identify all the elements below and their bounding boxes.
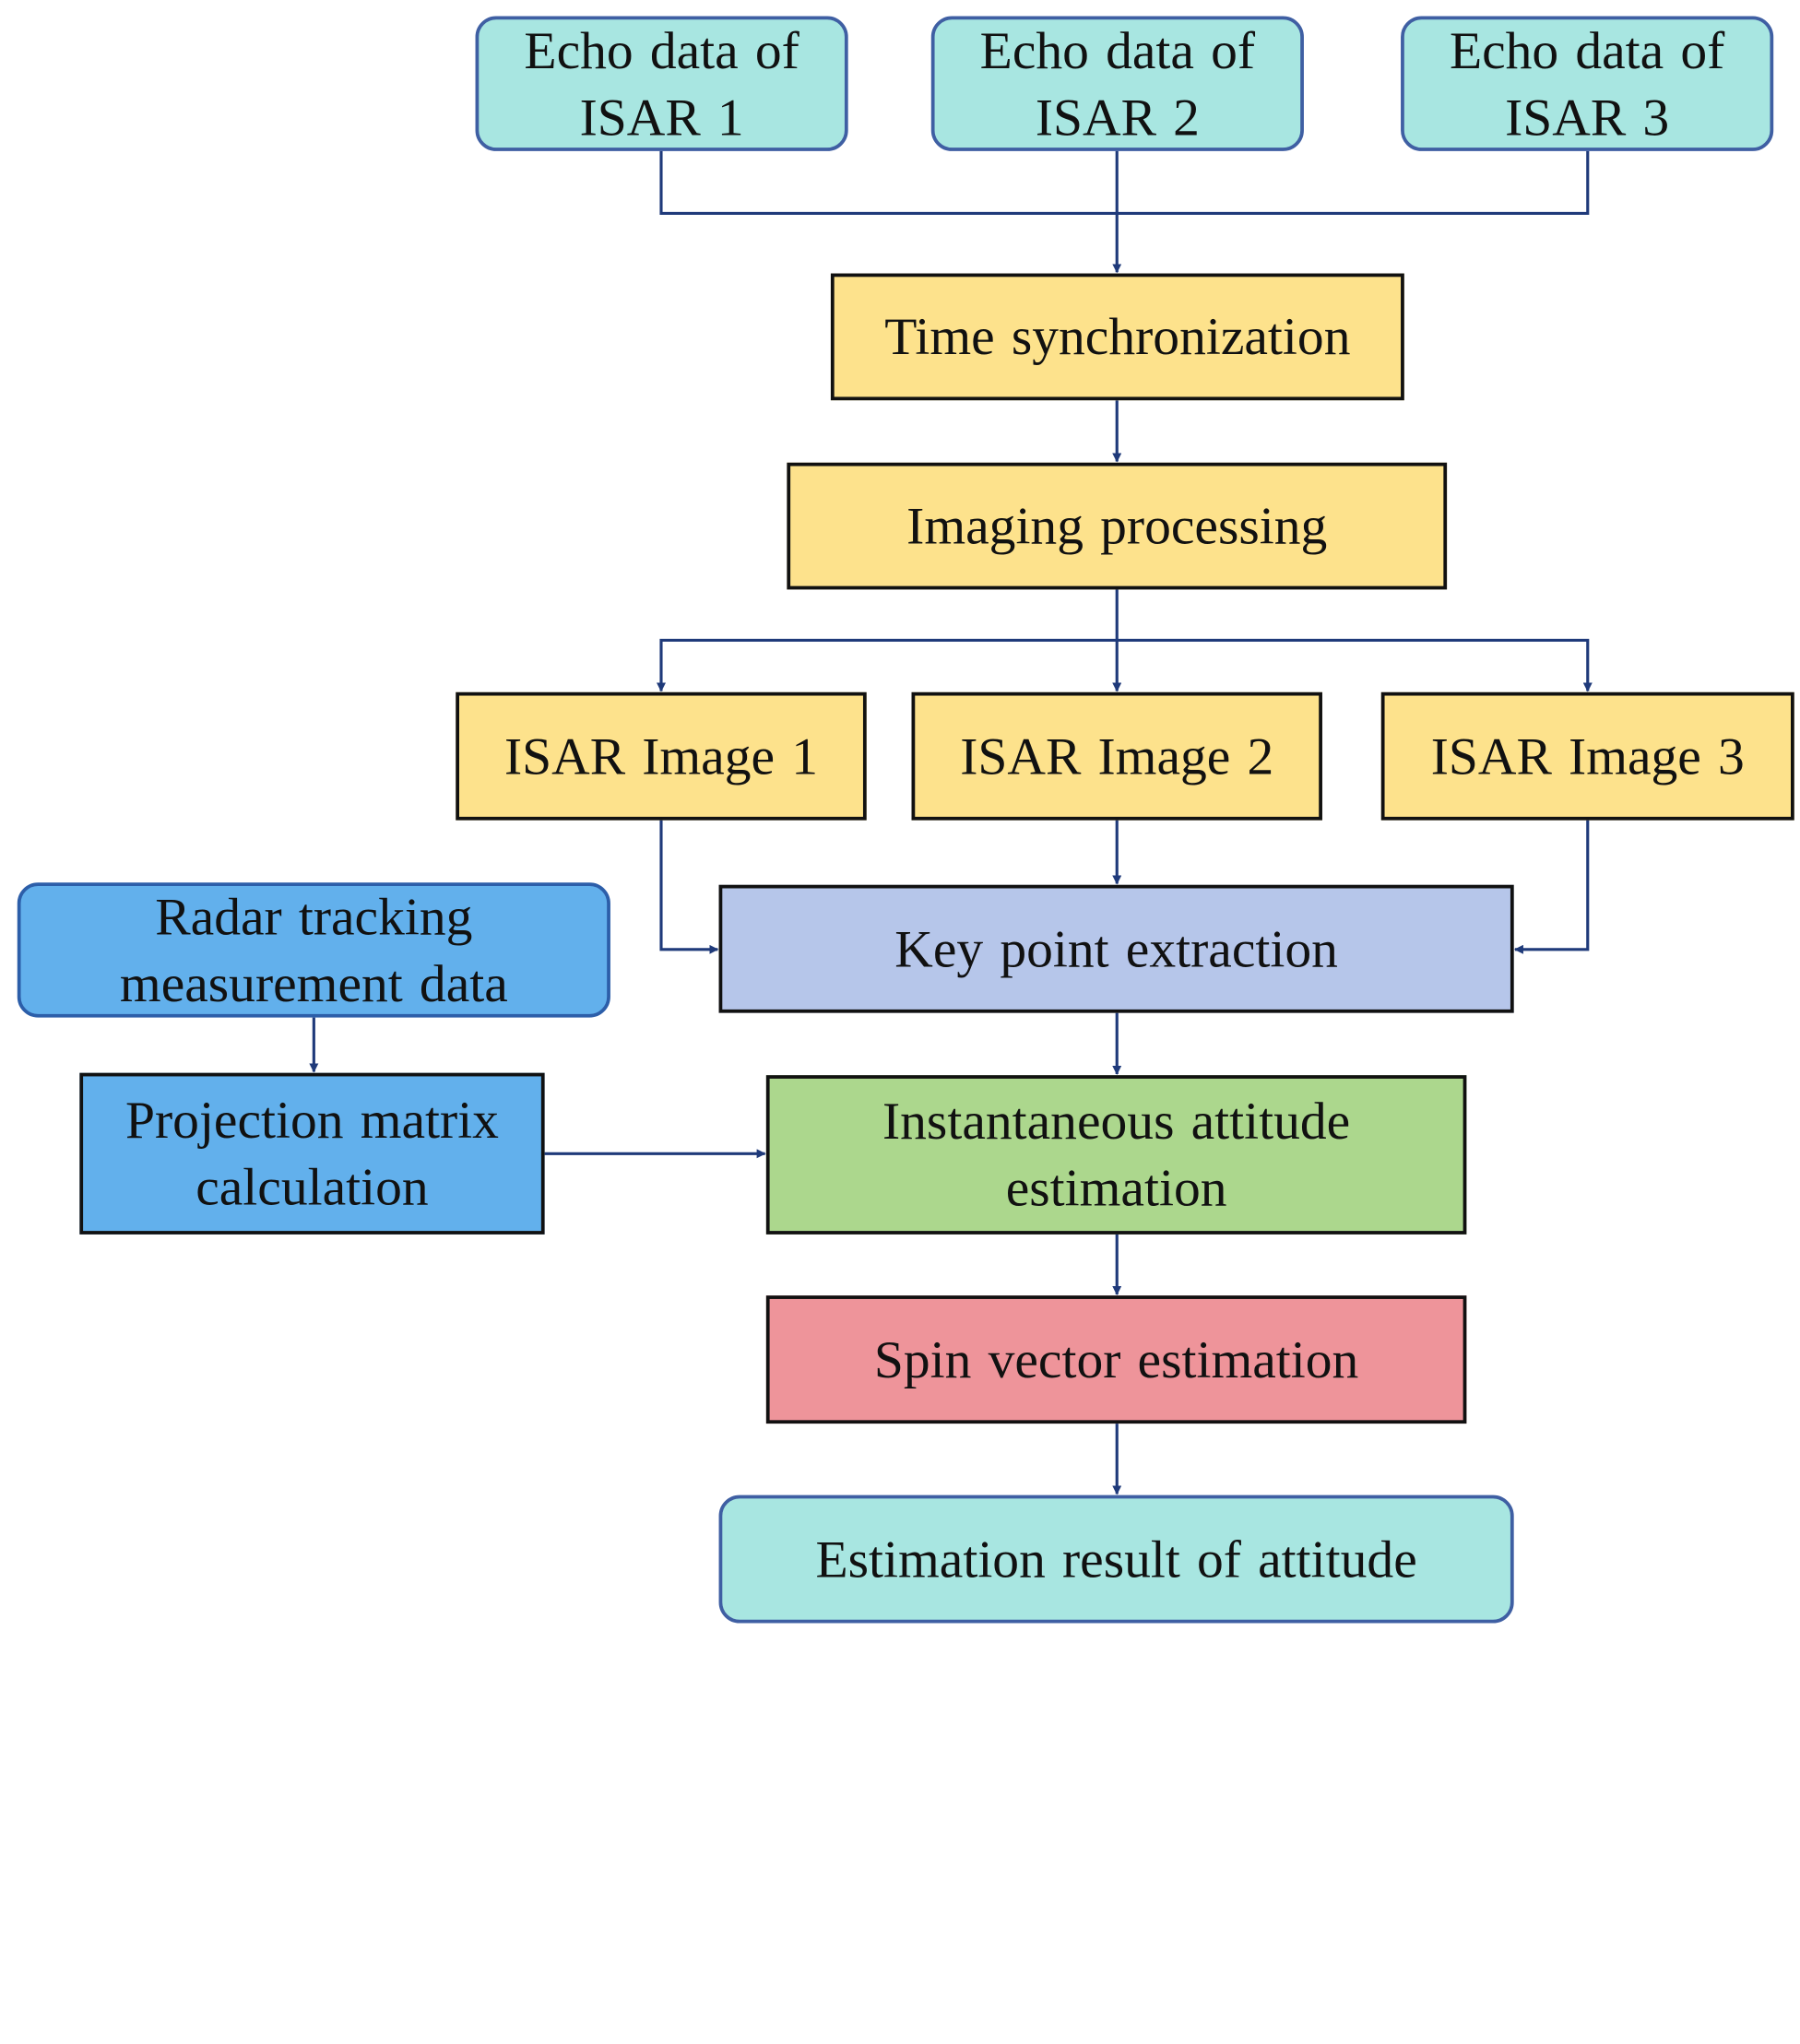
imaging-label: Imaging processing [906, 496, 1328, 555]
echo-data-isar-2-node: Echo data of ISAR 2 [930, 16, 1304, 151]
isar-image-3-node: ISAR Image 3 [1380, 691, 1794, 821]
echo-data-isar-3-node: Echo data of ISAR 3 [1401, 16, 1774, 151]
time-synchronization-node: Time synchronization [830, 273, 1404, 401]
projection-matrix-node: Projection matrix calculation [79, 1072, 545, 1235]
spin-vector-estimation-node: Spin vector estimation [765, 1295, 1467, 1424]
key-point-extraction-node: Key point extraction [718, 884, 1514, 1013]
spin-label: Spin vector estimation [873, 1329, 1359, 1388]
radar-line-2: measurement data [119, 953, 508, 1012]
image2-label: ISAR Image 2 [960, 726, 1274, 786]
edge-imaging-to-image1 [656, 638, 1118, 692]
echo-data-isar-1-node: Echo data of ISAR 1 [475, 16, 848, 151]
isar-image-1-node: ISAR Image 1 [456, 691, 867, 821]
echo2-line-2: ISAR 2 [1035, 87, 1200, 147]
edge-image3-to-keypoint [1513, 820, 1590, 954]
radar-tracking-measurement-node: Radar tracking measurement data [17, 882, 610, 1018]
instantaneous-attitude-node: Instantaneous attitude estimation [765, 1075, 1467, 1235]
attitude-line-1: Instantaneous attitude [882, 1091, 1351, 1151]
radar-line-1: Radar tracking [155, 886, 473, 946]
keypoint-label: Key point extraction [894, 918, 1338, 978]
image1-label: ISAR Image 1 [503, 726, 819, 786]
echo3-line-1: Echo data of [1449, 19, 1725, 79]
projection-line-2: calculation [195, 1157, 429, 1216]
echo2-line-1: Echo data of [979, 19, 1256, 79]
echo3-line-2: ISAR 3 [1505, 87, 1670, 147]
imaging-processing-node: Imaging processing [787, 462, 1448, 590]
time-sync-label: Time synchronization [884, 306, 1351, 366]
attitude-line-2: estimation [1005, 1158, 1227, 1218]
echo1-line-1: Echo data of [524, 19, 799, 79]
estimation-result-node: Estimation result of attitude [718, 1495, 1514, 1624]
edge-image1-to-keypoint [659, 820, 719, 954]
result-label: Estimation result of attitude [815, 1529, 1417, 1589]
edge-imaging-to-image3 [1117, 638, 1593, 692]
image3-label: ISAR Image 3 [1430, 726, 1745, 786]
connectors [309, 150, 1593, 1495]
edge-echo3-merge [1117, 150, 1590, 216]
edge-echo1-merge [659, 150, 1118, 216]
isar-image-2-node: ISAR Image 2 [911, 691, 1322, 821]
projection-line-1: Projection matrix [124, 1090, 499, 1150]
echo1-line-2: ISAR 1 [579, 87, 744, 147]
